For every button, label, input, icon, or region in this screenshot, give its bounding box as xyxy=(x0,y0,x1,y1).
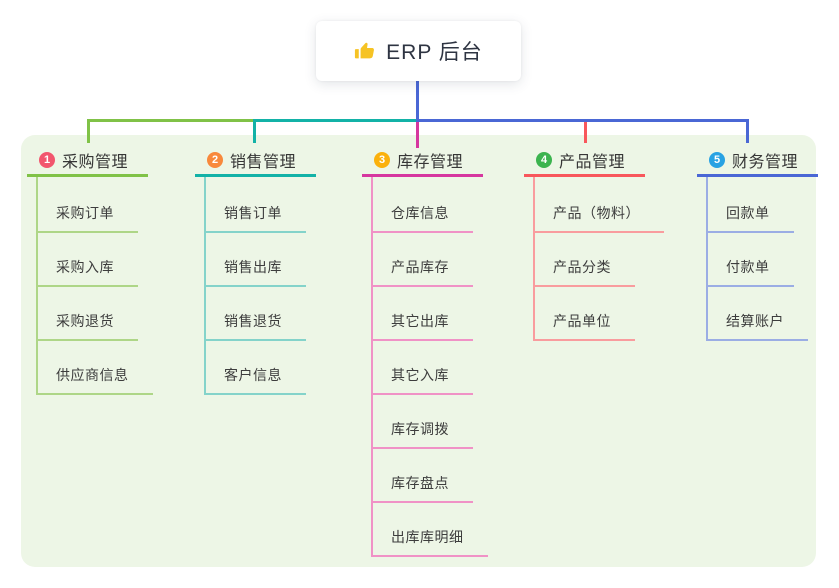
branch-1-item[interactable]: 采购入库 xyxy=(36,258,138,287)
branch-5-number-badge: 5 xyxy=(709,152,725,168)
branch-1-item[interactable]: 采购退货 xyxy=(36,312,138,341)
branch-5-item[interactable]: 结算账户 xyxy=(706,312,808,341)
branch-3-title[interactable]: 3 库存管理 xyxy=(362,149,483,177)
branch-3-trunk-line xyxy=(371,177,373,557)
branch-5-title[interactable]: 5 财务管理 xyxy=(697,149,818,177)
branch-1-title[interactable]: 1 采购管理 xyxy=(27,149,148,177)
branch-4-trunk-line xyxy=(533,177,535,341)
root-label: ERP 后台 xyxy=(386,41,483,64)
branch-2-item[interactable]: 销售出库 xyxy=(204,258,306,287)
branch-2-number-badge: 2 xyxy=(207,152,223,168)
branch-1-item[interactable]: 供应商信息 xyxy=(36,366,153,395)
branch-5-item[interactable]: 付款单 xyxy=(706,258,794,287)
branch-3-item[interactable]: 库存盘点 xyxy=(371,474,473,503)
branch-2-title[interactable]: 2 销售管理 xyxy=(195,149,316,177)
root-node[interactable]: ERP 后台 xyxy=(316,21,521,81)
branch-3-item[interactable]: 其它出库 xyxy=(371,312,473,341)
branch-4-title[interactable]: 4 产品管理 xyxy=(524,149,645,177)
branch-1-item[interactable]: 采购订单 xyxy=(36,204,138,233)
branch-4-item[interactable]: 产品（物料） xyxy=(533,204,664,233)
branch-2-label: 销售管理 xyxy=(230,154,297,171)
branch-5-trunk-line xyxy=(706,177,708,341)
branch-5-label: 财务管理 xyxy=(732,154,799,171)
branch-3-label: 库存管理 xyxy=(397,154,464,171)
branch-3-item[interactable]: 其它入库 xyxy=(371,366,473,395)
branch-4-item[interactable]: 产品单位 xyxy=(533,312,635,341)
branch-4-label: 产品管理 xyxy=(559,154,626,171)
branch-2-item[interactable]: 客户信息 xyxy=(204,366,306,395)
branch-1-label: 采购管理 xyxy=(62,154,129,171)
branch-4-item[interactable]: 产品分类 xyxy=(533,258,635,287)
branch-5-item[interactable]: 回款单 xyxy=(706,204,794,233)
branch-2-item[interactable]: 销售退货 xyxy=(204,312,306,341)
branch-3-item[interactable]: 产品库存 xyxy=(371,258,473,287)
branch-3-item[interactable]: 库存调拨 xyxy=(371,420,473,449)
branch-3-number-badge: 3 xyxy=(374,152,390,168)
branch-2-item[interactable]: 销售订单 xyxy=(204,204,306,233)
branch-1-number-badge: 1 xyxy=(39,152,55,168)
branch-3-item[interactable]: 出库库明细 xyxy=(371,528,488,557)
thumbs-up-icon xyxy=(354,40,376,62)
branch-4-number-badge: 4 xyxy=(536,152,552,168)
branch-3-item[interactable]: 仓库信息 xyxy=(371,204,473,233)
branches-panel xyxy=(21,135,816,567)
